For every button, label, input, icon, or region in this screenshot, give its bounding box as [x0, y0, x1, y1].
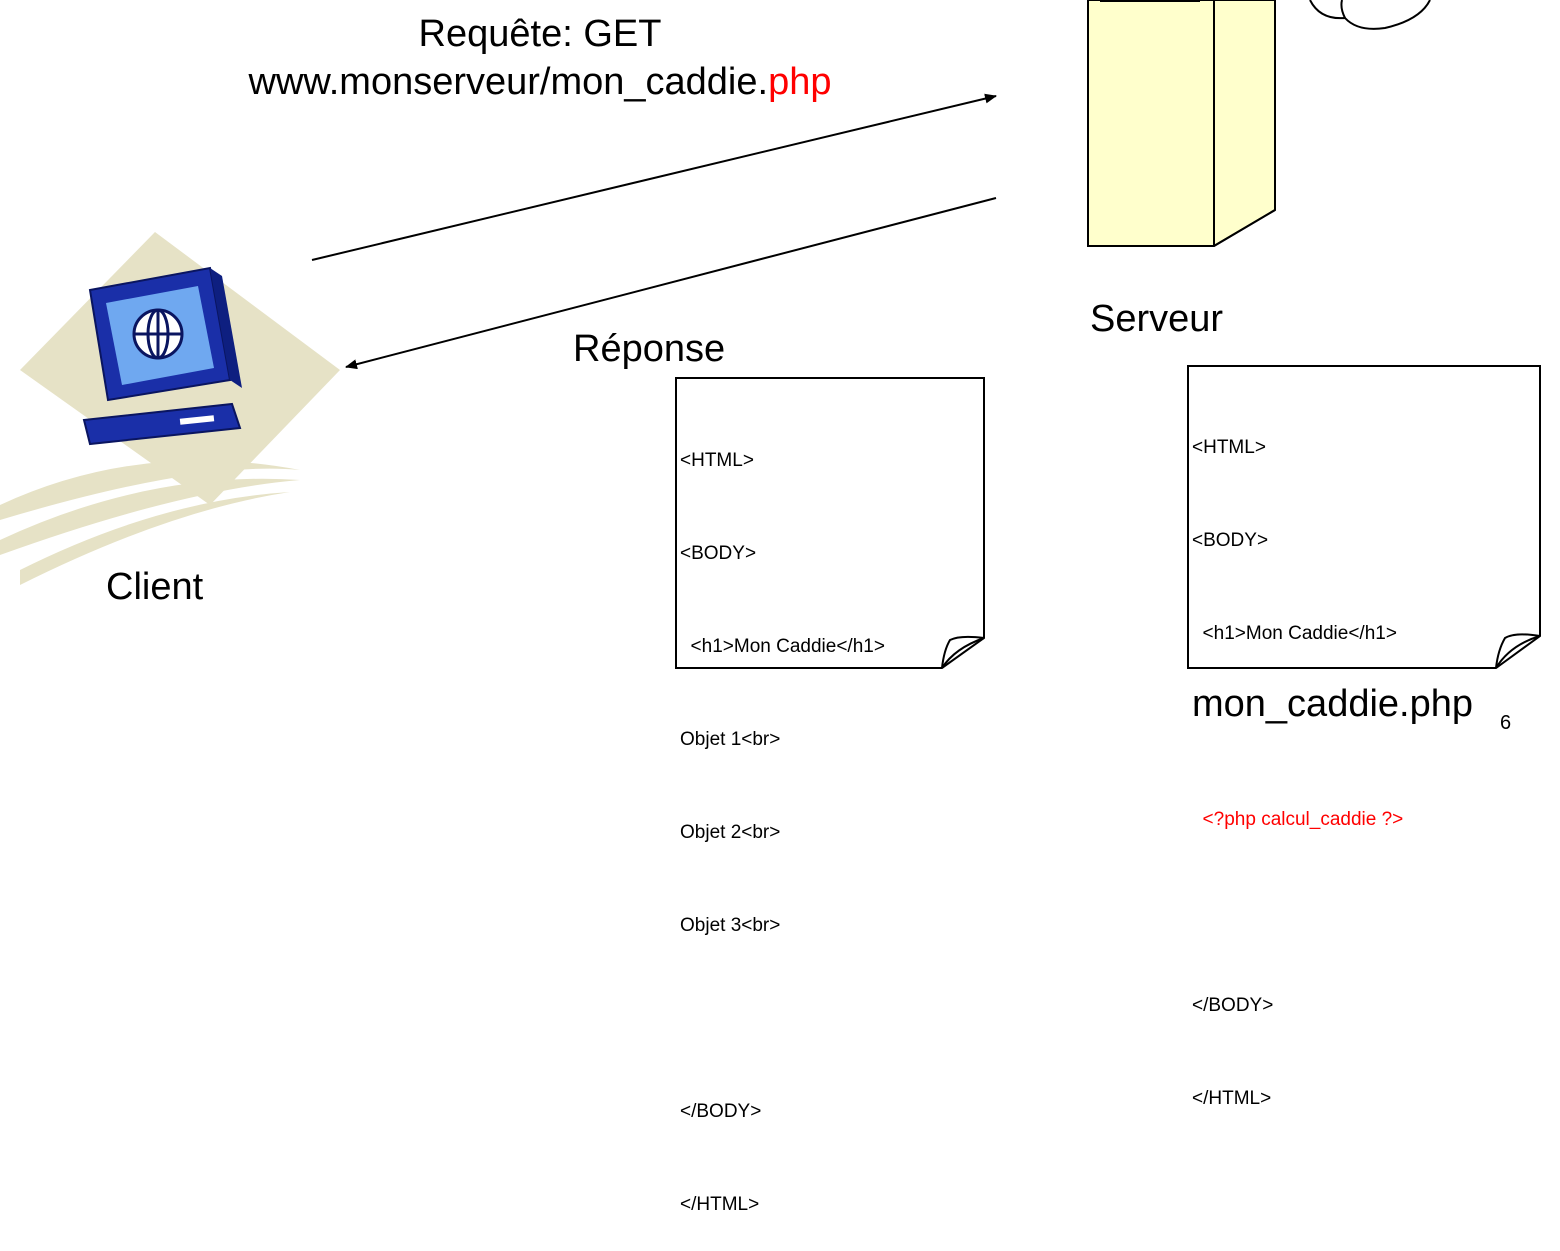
php-doc-line — [1192, 897, 1403, 928]
response-doc-line: <HTML> — [680, 450, 754, 471]
php-doc-line: </BODY> — [1192, 995, 1274, 1016]
response-label: Réponse — [573, 328, 726, 370]
request-label: Requête: GET www.monserveur/mon_caddie.p… — [0, 10, 1080, 106]
slide-number: 6 — [1500, 712, 1512, 734]
response-doc-line: <BODY> — [680, 543, 757, 564]
php-doc-line — [1192, 711, 1403, 742]
response-arrow — [345, 197, 997, 370]
response-doc-line: Objet 3<br> — [680, 915, 781, 936]
diagram-graphics — [0, 0, 1541, 669]
request-url-extension: php — [768, 61, 832, 103]
php-doc-line: <BODY> — [1192, 530, 1269, 551]
response-document-shape — [675, 377, 985, 669]
server-label: Serveur — [1090, 298, 1224, 340]
response-doc-line — [680, 1003, 885, 1034]
client-label: Client — [106, 566, 204, 608]
response-doc-line: </BODY> — [680, 1101, 762, 1122]
request-arrow — [311, 93, 997, 261]
php-code-line: <?php calcul_caddie ?> — [1192, 809, 1404, 830]
response-doc-line: Objet 1<br> — [680, 729, 781, 750]
request-url: www.monserveur/mon_caddie.php — [248, 61, 832, 103]
filename-label: mon_caddie.php — [1192, 683, 1473, 725]
php-doc-line: <h1>Mon Caddie</h1> — [1192, 623, 1397, 644]
response-document: <HTML> <BODY> <h1>Mon Caddie</h1> Objet … — [680, 383, 885, 1251]
database-icon — [1309, 0, 1431, 30]
server-tower-icon — [1087, 0, 1276, 247]
php-document-shape — [1187, 365, 1541, 669]
php-document: <HTML> <BODY> <h1>Mon Caddie</h1> <?php … — [1192, 370, 1403, 1145]
client-computer-icon — [0, 232, 340, 585]
php-doc-line: </HTML> — [1192, 1088, 1272, 1109]
response-doc-line: Objet 2<br> — [680, 822, 781, 843]
request-method: Requête: GET — [418, 13, 662, 55]
response-doc-line: </HTML> — [680, 1194, 760, 1215]
response-doc-line: <h1>Mon Caddie</h1> — [680, 636, 885, 657]
php-doc-line: <HTML> — [1192, 437, 1266, 458]
